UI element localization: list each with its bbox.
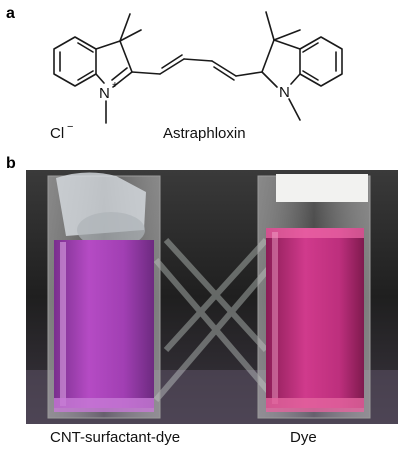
right-ring-bond-c7a-n [290, 73, 301, 85]
left-ring-bond-c3a-c3 [95, 40, 121, 50]
right-cuvette-base-glow [266, 398, 364, 412]
right-n-methyl [288, 98, 301, 121]
right-cuvette-meniscus [266, 228, 364, 238]
chain-bond-1 [131, 71, 161, 75]
cuvette-dye [257, 174, 371, 419]
right-methyl-2 [273, 29, 301, 41]
chain-double-2 [161, 54, 183, 69]
light-beam-4 [163, 237, 269, 353]
right-ring-bond-n-c2 [261, 71, 278, 88]
right-cuvette-solution [266, 228, 364, 408]
light-beam-2 [153, 258, 279, 402]
left-ring-double-c2-n [111, 67, 128, 81]
bond-lines [53, 11, 343, 124]
left-ring-bond-n-c7a [95, 73, 105, 84]
right-cuvette-highlight [272, 232, 278, 404]
left-ring-bond-c3-c2 [119, 40, 133, 73]
left-cuvette-highlight [60, 242, 66, 406]
left-cuvette-solution [54, 240, 154, 408]
chain-bond-5 [235, 71, 263, 77]
panel-label-b: b [6, 155, 16, 172]
compound-name: Astraphloxin [163, 125, 246, 142]
right-benzene-double-3 [302, 70, 319, 81]
light-beam-1 [153, 258, 279, 402]
right-benzene-double-2 [302, 42, 319, 53]
chain-double-4 [213, 66, 235, 81]
left-ring-bond-c2-n [112, 71, 133, 88]
left-methyl-1 [119, 29, 142, 42]
light-beams [153, 237, 279, 402]
left-cuvette-base-glow [54, 398, 154, 412]
left-cuvette-meniscus [77, 212, 145, 248]
chain-bond-4 [211, 60, 237, 77]
caption-dye: Dye [290, 429, 317, 446]
left-methyl-2 [119, 13, 131, 42]
cuvette-photo [26, 170, 398, 424]
caption-cnt-surfactant-dye: CNT-surfactant-dye [50, 429, 181, 446]
right-methyl-1 [265, 11, 275, 41]
cuvette-cnt-surfactant-dye [47, 172, 161, 419]
counter-ion-charge: − [67, 121, 73, 133]
right-cuvette-cap [276, 174, 368, 202]
left-benzene-double-3 [77, 70, 94, 81]
astraphloxin-structure: N + N Cl − Astraphloxin [50, 11, 343, 142]
counter-ion-label: Cl [50, 125, 64, 142]
right-ring-bond-c3-c3a [273, 39, 301, 50]
right-benzene-ring [299, 36, 343, 87]
left-benzene-double-2 [77, 42, 94, 53]
panel-label-a: a [6, 5, 15, 22]
light-beam-3 [163, 237, 269, 353]
chain-bond-2 [159, 58, 185, 75]
right-ring-bond-c2-c3 [261, 39, 275, 73]
left-nitrogen-charge: + [112, 80, 118, 91]
chain-bond-3 [183, 58, 213, 62]
left-nitrogen-label: N [99, 85, 110, 102]
right-nitrogen-label: N [279, 84, 290, 101]
